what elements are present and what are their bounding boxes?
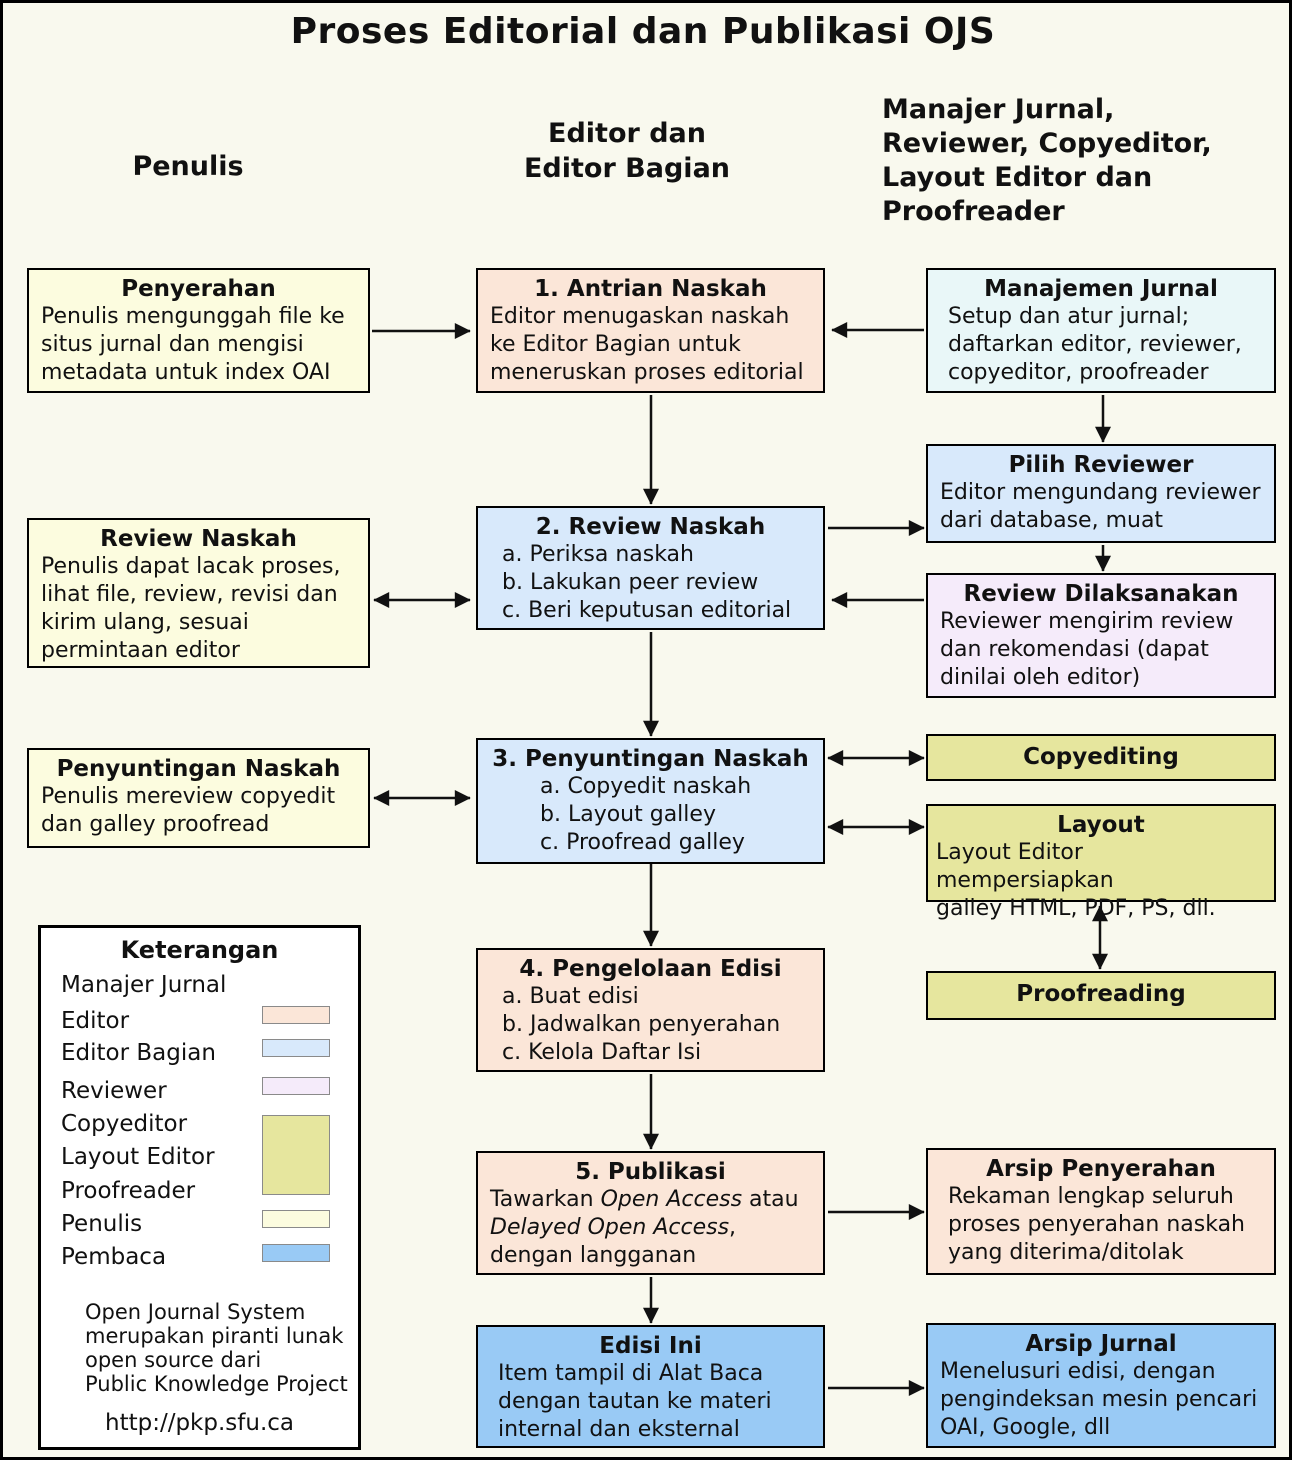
box-arsip-penyerahan: Arsip Penyerahan Rekaman lengkap seluruh… — [926, 1148, 1276, 1275]
box-item: c. Kelola Daftar Isi — [502, 1040, 702, 1065]
legend-label-reviewer: Reviewer — [61, 1078, 167, 1104]
box-arsip-jurnal: Arsip Jurnal Menelusuri edisi, dengan pe… — [926, 1323, 1276, 1448]
legend-url: http://pkp.sfu.ca — [105, 1410, 294, 1436]
legend-swatch-penulis — [262, 1210, 330, 1228]
box-copyediting: Copyediting — [926, 734, 1276, 781]
box-pilih-reviewer: Pilih Reviewer Editor mengundang reviewe… — [926, 444, 1276, 543]
box-title: 4. Pengelolaan Edisi — [519, 956, 782, 982]
box-title: 5. Publikasi — [575, 1159, 726, 1185]
box-body: Reviewer mengirim review dan rekomendasi… — [940, 609, 1234, 690]
box-body: Setup dan atur jurnal; daftarkan editor,… — [948, 304, 1242, 385]
box-title: 3. Penyuntingan Naskah — [492, 746, 809, 772]
box-title: 2. Review Naskah — [535, 514, 766, 540]
box-title: 1. Antrian Naskah — [534, 276, 767, 302]
box-title: Copyediting — [1023, 744, 1179, 770]
legend-label-editor-bagian: Editor Bagian — [61, 1040, 216, 1066]
legend-swatch-editor — [262, 1006, 330, 1024]
box-body: Layout Editor mempersiapkan galley HTML,… — [936, 840, 1216, 921]
box-items: a. Copyedit naskah b. Layout galley c. Pro… — [478, 773, 823, 861]
box-edisi-ini: Edisi Ini Item tampil di Alat Baca denga… — [476, 1325, 825, 1448]
box-title: Review Naskah — [100, 526, 297, 552]
box-review-dilaksanakan: Review Dilaksanakan Reviewer mengirim re… — [926, 573, 1276, 698]
legend-swatch-pembaca — [262, 1244, 330, 1262]
box-penyuntingan-naskah-editor: 3. Penyuntingan Naskah a. Copyedit naska… — [476, 738, 825, 864]
box-penyerahan: Penyerahan Penulis mengunggah file ke si… — [27, 268, 370, 393]
box-title: Arsip Jurnal — [1025, 1331, 1177, 1357]
box-title: Arsip Penyerahan — [986, 1156, 1216, 1182]
box-items: a. Buat edisi b. Jadwalkan penyerahan c. K… — [478, 983, 823, 1071]
box-item: a. Copyedit naskah — [540, 774, 752, 799]
box-body: Penulis mengunggah file ke situs jurnal … — [41, 304, 345, 385]
box-item: a. Buat edisi — [502, 984, 639, 1009]
page-title: Proses Editorial dan Publikasi OJS — [290, 11, 996, 52]
box-body: Editor menugaskan naskah ke Editor Bagia… — [490, 304, 804, 385]
box-body: Rekaman lengkap seluruh proses penyeraha… — [948, 1184, 1245, 1265]
legend-label-manajer-jurnal: Manajer Jurnal — [61, 972, 227, 998]
legend-label-pembaca: Pembaca — [61, 1244, 167, 1270]
box-title: Penyerahan — [121, 276, 276, 302]
box-items: a. Periksa naskah b. Lakukan peer review c… — [478, 541, 823, 629]
column-header-editor: Editor dan Editor Bagian — [523, 118, 731, 184]
box-item: b. Lakukan peer review — [502, 570, 759, 595]
box-publikasi: 5. Publikasi Tawarkan Open Access atau D… — [476, 1151, 825, 1275]
box-title: Edisi Ini — [599, 1333, 702, 1359]
box-item: b. Layout galley — [540, 802, 716, 827]
box-layout: Layout Layout Editor mempersiapkan galle… — [926, 804, 1276, 921]
legend-swatch-reviewer — [262, 1077, 330, 1095]
column-header-manajer-reviewer: Manajer Jurnal, Reviewer, Copyeditor, La… — [882, 94, 1212, 227]
legend-label-penulis: Penulis — [61, 1211, 143, 1237]
box-manajemen-jurnal: Manajemen Jurnal Setup dan atur jurnal; … — [926, 268, 1276, 393]
box-item: c. Proofread galley — [540, 830, 745, 855]
box-body: Tawarkan Open Access atau Delayed Open A… — [490, 1187, 799, 1268]
box-body: Editor mengundang reviewer dari database… — [940, 480, 1261, 533]
box-item: b. Jadwalkan penyerahan — [502, 1012, 781, 1037]
column-header-penulis: Penulis — [132, 151, 244, 182]
legend: Keterangan Manajer Jurnal Editor Editor … — [38, 925, 361, 1450]
legend-label-editor: Editor — [61, 1008, 130, 1034]
box-item: c. Beri keputusan editorial — [502, 598, 792, 623]
box-body: Penulis mereview copyedit dan galley pro… — [41, 784, 336, 837]
box-body: Item tampil di Alat Baca dengan tautan k… — [498, 1361, 772, 1442]
box-title: Layout — [1057, 812, 1145, 838]
box-penyuntingan-naskah-penulis: Penyuntingan Naskah Penulis mereview cop… — [27, 748, 370, 848]
legend-title: Keterangan — [120, 936, 279, 964]
box-review-naskah-penulis: Review Naskah Penulis dapat lacak proses… — [27, 518, 370, 668]
box-title: Pilih Reviewer — [1008, 452, 1194, 478]
box-review-naskah-editor: 2. Review Naskah a. Periksa naskah b. Lak… — [476, 506, 825, 630]
box-title: Proofreading — [1016, 981, 1186, 1007]
box-title: Manajemen Jurnal — [984, 276, 1218, 302]
legend-label-proofreader: Proofreader — [61, 1178, 196, 1204]
box-antrian-naskah: 1. Antrian Naskah Editor menugaskan nask… — [476, 268, 825, 393]
box-body: Penulis dapat lacak proses, lihat file, … — [41, 554, 341, 663]
box-item: a. Periksa naskah — [502, 542, 694, 567]
box-title: Penyuntingan Naskah — [56, 756, 341, 782]
legend-swatch-editor-bagian — [262, 1039, 330, 1057]
box-proofreading: Proofreading — [926, 971, 1276, 1020]
box-pengelolaan-edisi: 4. Pengelolaan Edisi a. Buat edisi b. Jad… — [476, 948, 825, 1072]
legend-note: Open Journal System merupakan piranti lu… — [85, 1300, 348, 1396]
legend-label-copyeditor: Copyeditor — [61, 1111, 188, 1137]
legend-label-layout-editor: Layout Editor — [61, 1144, 215, 1170]
box-body: Menelusuri edisi, dengan pengindeksan me… — [940, 1359, 1258, 1440]
box-title: Review Dilaksanakan — [963, 581, 1239, 607]
legend-swatch-copyeditor-layout-proofreader — [262, 1115, 330, 1195]
arrows-layer — [372, 322, 1111, 1396]
